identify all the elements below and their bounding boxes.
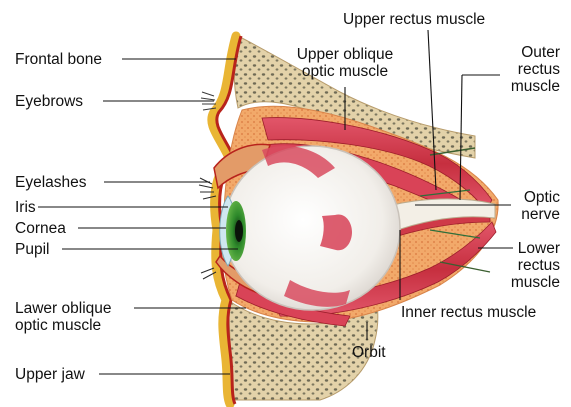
- label-inner-rectus: Inner rectus muscle: [401, 304, 536, 321]
- label-iris: Iris: [15, 199, 36, 216]
- eyeball: [224, 146, 400, 310]
- label-orbit: Orbit: [352, 344, 386, 361]
- label-cornea: Cornea: [15, 220, 66, 237]
- label-upper-oblique: Upper oblique optic muscle: [280, 46, 410, 80]
- label-lower-rectus: Lower rectus muscle: [490, 240, 560, 291]
- label-upper-rectus: Upper rectus muscle: [343, 11, 485, 28]
- label-lower-oblique: Lawer oblique optic muscle: [15, 300, 112, 334]
- label-frontal-bone: Frontal bone: [15, 51, 102, 68]
- label-outer-rectus: Outer rectus muscle: [490, 44, 560, 95]
- label-eyelashes: Eyelashes: [15, 174, 87, 191]
- label-eyebrows: Eyebrows: [15, 93, 83, 110]
- label-pupil: Pupil: [15, 241, 49, 258]
- label-optic-nerve: Optic nerve: [490, 189, 560, 223]
- label-upper-jaw: Upper jaw: [15, 366, 85, 383]
